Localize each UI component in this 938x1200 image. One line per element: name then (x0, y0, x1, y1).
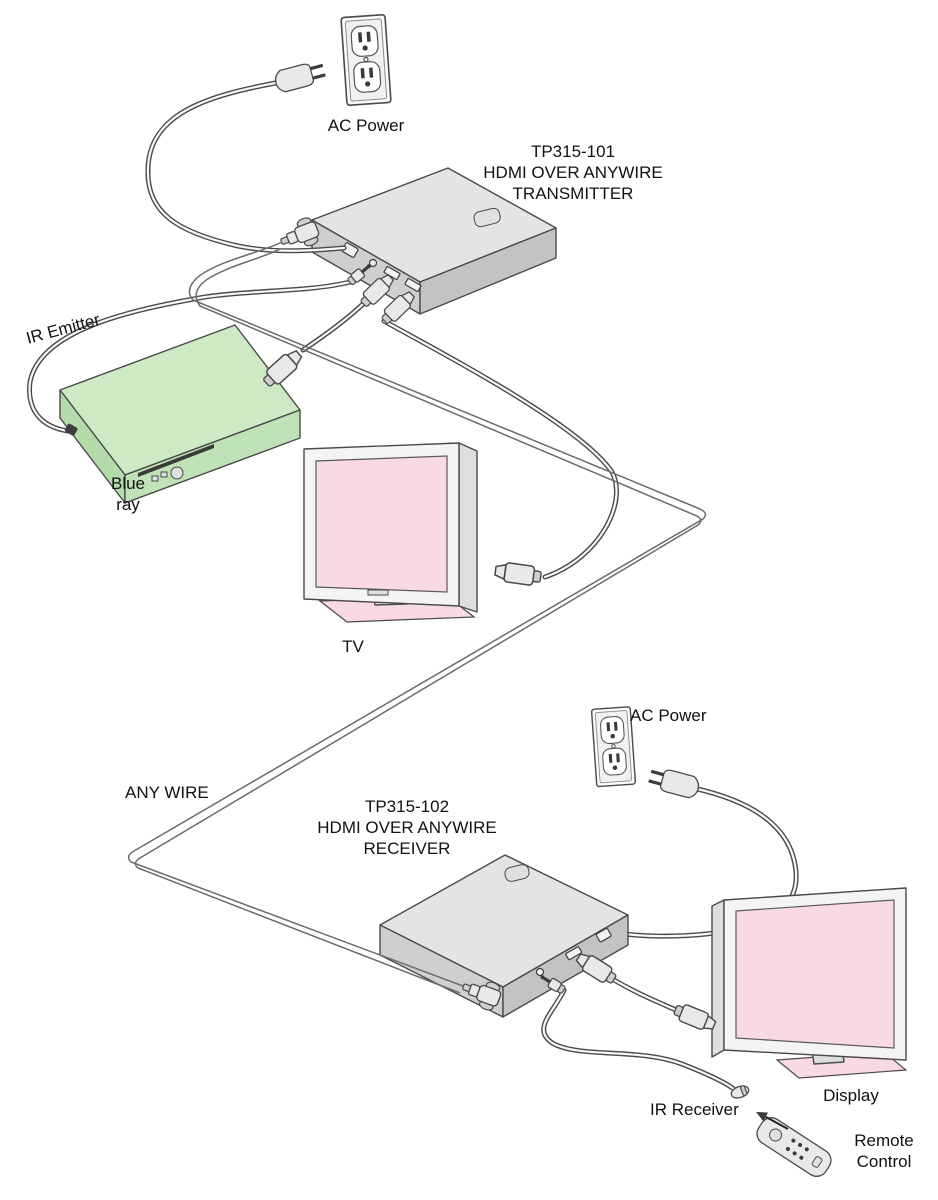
bluray-knob (170, 466, 184, 480)
ir-receiver-cable (541, 987, 738, 1093)
bluray-button (151, 475, 159, 482)
label-remote-line1: Remote (854, 1131, 914, 1150)
labels: AC Power TP315-101 HDMI OVER ANYWIRE TRA… (24, 116, 914, 1171)
receiver-power-inlet (595, 927, 612, 943)
label-bluray-line1: Blue (111, 474, 145, 493)
label-receiver-model: TP315-102 (365, 797, 449, 816)
tv-monitor (303, 442, 478, 623)
transmitter-ir-jack (368, 258, 378, 268)
label-ac-power-bottom: AC Power (630, 706, 707, 725)
ac-outlet-top (340, 13, 392, 107)
power-plug-top (272, 58, 328, 95)
tv-side-face (458, 442, 478, 613)
ir-receiver-head (730, 1085, 750, 1099)
transmitter-side-face (419, 227, 557, 315)
label-display: Display (823, 1086, 879, 1105)
tv-logo-badge (367, 589, 389, 596)
ir-emitter-head (64, 423, 78, 436)
hdmi-cable-tv (381, 318, 619, 580)
remote-signal-arrow (756, 1112, 789, 1130)
receiver-top-button (504, 864, 530, 882)
receiver-front-face (502, 914, 629, 1018)
hdmi-connector-tv (493, 560, 543, 588)
bluray-player (59, 324, 301, 504)
remote-dpad (769, 1128, 783, 1142)
label-transmitter-line2: HDMI OVER ANYWIRE (483, 163, 662, 182)
label-remote-line2: Control (857, 1152, 912, 1171)
power-cable-top (145, 79, 347, 254)
hdmi-connector-display (671, 1000, 719, 1035)
remote-power-button (811, 1156, 823, 1168)
display-monitor (711, 887, 908, 1079)
transmitter-top-button (473, 207, 501, 228)
hdmi-cable-display (611, 977, 679, 1013)
receiver-ir-jack (535, 967, 545, 977)
bluray-front-face (124, 409, 301, 504)
ac-outlet-bottom (590, 706, 637, 788)
ir-emitter-cable (27, 279, 353, 434)
label-ir-receiver: IR Receiver (650, 1100, 739, 1119)
bluray-button (160, 471, 168, 478)
power-plug-bottom (646, 764, 702, 801)
label-bluray-line2: ray (116, 495, 140, 514)
remote-control (756, 1117, 832, 1177)
receiver-hdmi-port (565, 946, 583, 961)
receiver-device (379, 854, 629, 1018)
anywire-cable (127, 241, 707, 994)
label-transmitter-model: TP315-101 (531, 142, 615, 161)
label-receiver-line3: RECEIVER (364, 839, 451, 858)
display-screen (735, 899, 895, 1049)
display-side-face (711, 899, 725, 1058)
disc-slot (138, 444, 214, 477)
label-transmitter-line3: TRANSMITTER (513, 184, 634, 203)
hdmi-cable-source (300, 301, 366, 353)
label-tv: TV (342, 637, 364, 656)
transmitter-hdmi-port-2 (404, 277, 422, 293)
label-ac-power-top: AC Power (328, 116, 405, 135)
remote-body (756, 1117, 832, 1177)
tv-screen (315, 455, 448, 593)
label-any-wire: ANY WIRE (125, 783, 209, 802)
label-receiver-line2: HDMI OVER ANYWIRE (317, 818, 496, 837)
